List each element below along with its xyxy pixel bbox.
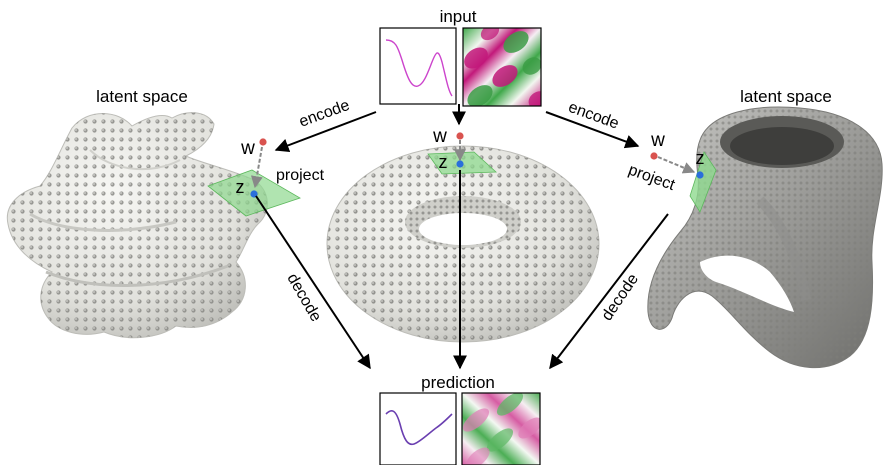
encode-right-label: encode <box>566 99 621 133</box>
center-w-point <box>456 132 464 140</box>
decode-left-arrow <box>255 195 371 370</box>
input-heatmap <box>462 27 542 107</box>
encode-left-label: encode <box>297 97 352 131</box>
right-z-label: z <box>696 148 705 168</box>
right-z-point <box>696 171 704 179</box>
left-w-point <box>259 138 267 146</box>
center-z-point <box>456 160 464 168</box>
prediction-heatmap <box>461 392 541 465</box>
left-w-label: w <box>240 138 255 159</box>
input-curve-plot <box>379 27 457 105</box>
left-project-arrow <box>250 146 263 189</box>
latent-space-right-label: latent space <box>740 87 832 106</box>
right-tangent-plane <box>689 151 717 213</box>
right-project-arrow <box>657 156 696 174</box>
right-w-label: w <box>650 130 665 151</box>
input-curve <box>385 39 453 97</box>
center-torus <box>326 145 600 343</box>
left-project-label: project <box>276 167 325 184</box>
left-z-point <box>250 190 258 198</box>
decode-right-arrow <box>549 213 669 370</box>
decode-left-label: decode <box>283 271 324 325</box>
prediction-curve <box>385 410 453 446</box>
latent-space-left-label: latent space <box>96 87 188 106</box>
left-manifold <box>6 112 268 339</box>
right-manifold <box>647 106 883 369</box>
center-z-label: z <box>439 152 448 172</box>
center-w-label: w <box>432 126 447 147</box>
prediction-label: prediction <box>421 373 495 392</box>
right-project-label: project <box>626 162 677 195</box>
prediction-curve-plot <box>379 392 457 465</box>
right-w-point <box>650 152 658 160</box>
left-z-label: z <box>236 177 245 197</box>
encode-right-arrow <box>545 111 640 149</box>
input-label: input <box>440 7 477 26</box>
encode-left-arrow <box>274 111 377 153</box>
